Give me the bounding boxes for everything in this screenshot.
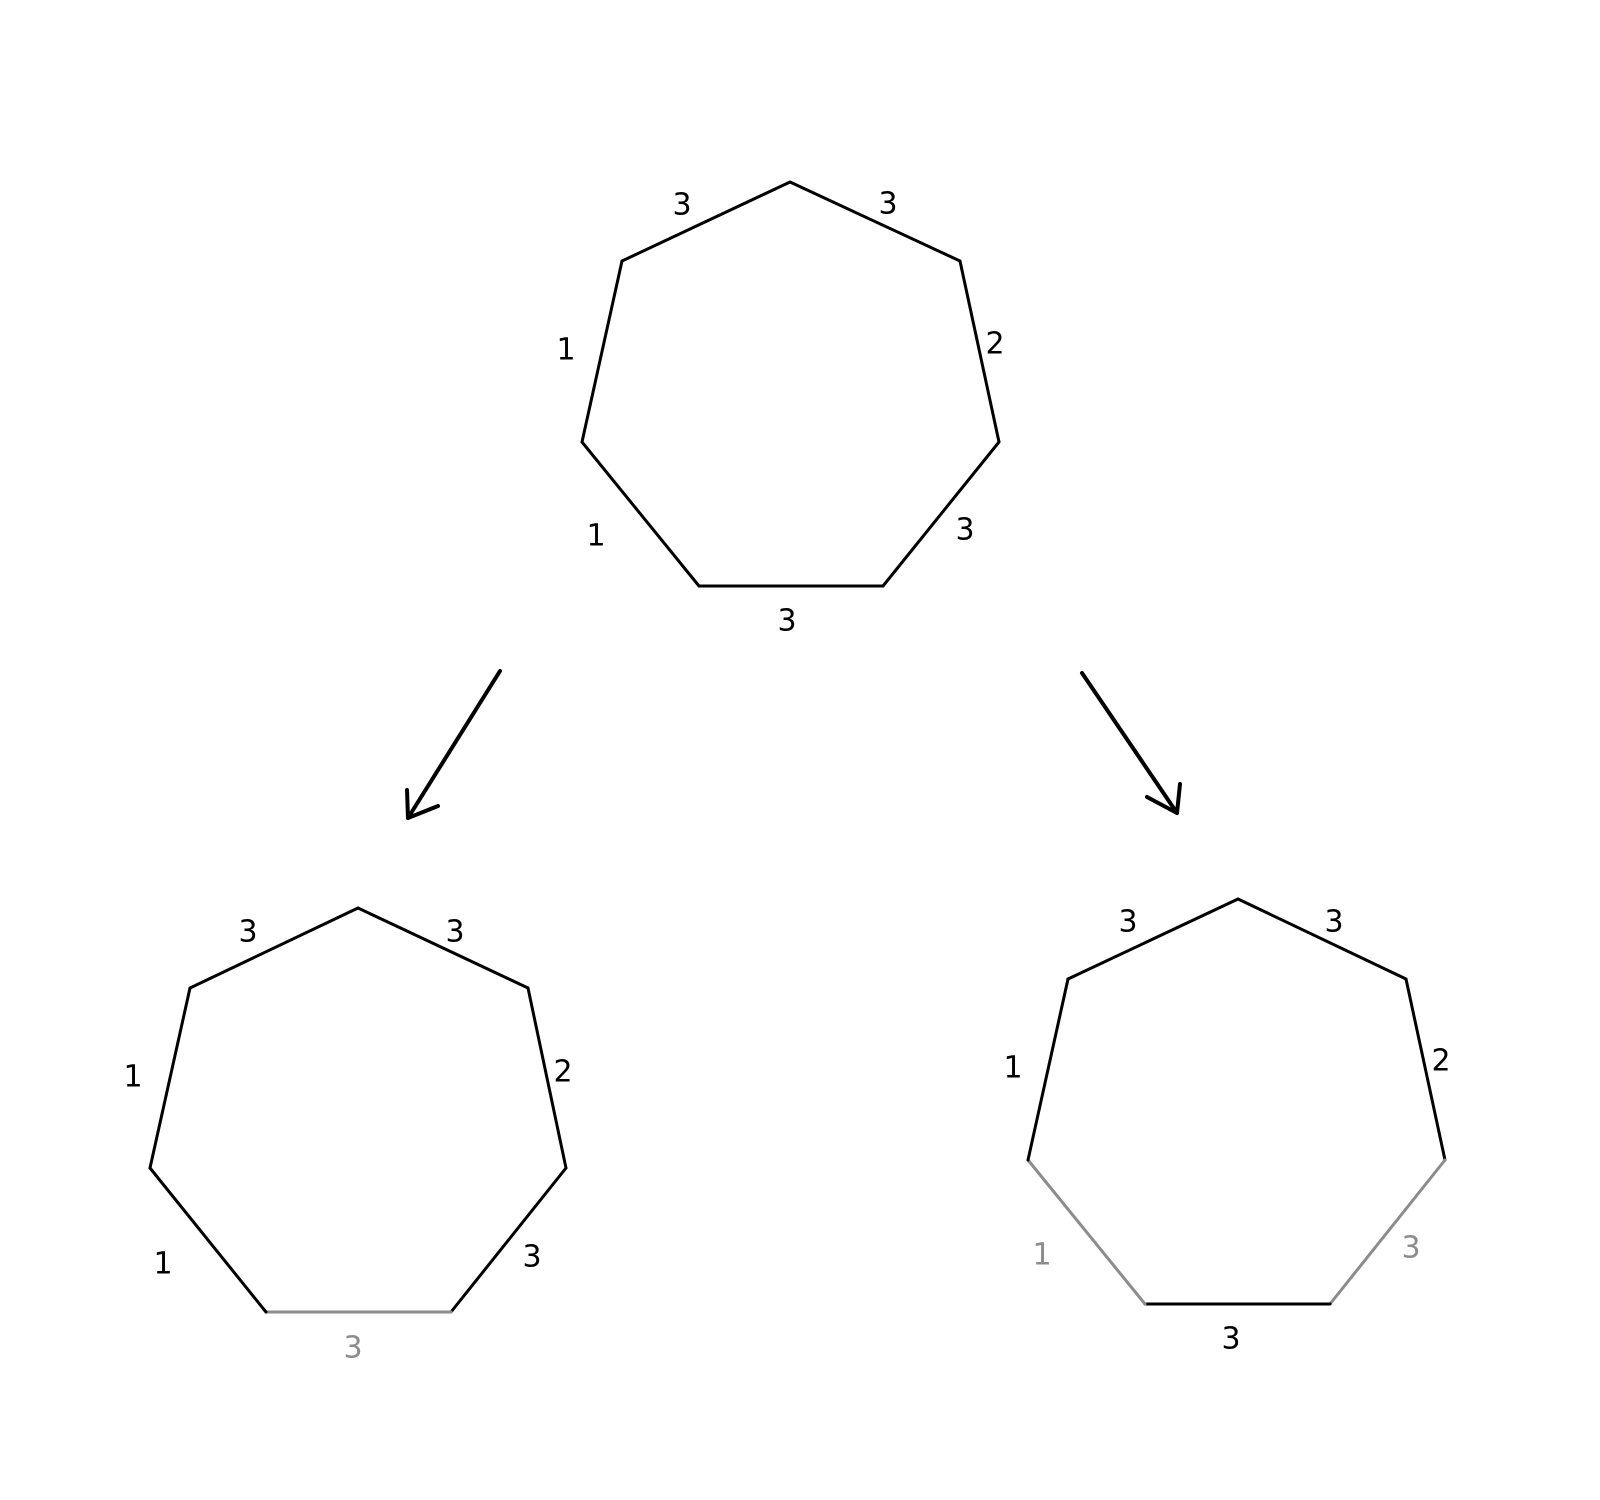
heptagons: 3 2 3 3 1 1 3 3 2 3 3 1 1 3 3 2 3 3 1 1 3 [123,180,1451,1366]
heptagon-bottom-left: 3 2 3 3 1 1 3 [123,906,573,1366]
heptagon-edge [1404,977,1447,1162]
heptagon-edge [1236,897,1408,981]
arrow-shaft [1080,671,1179,815]
arrow-head [405,788,440,820]
edge-weight-label: 3 [1401,1231,1420,1266]
heptagon-edge [580,259,624,444]
arrows [405,669,1182,820]
heptagon-edge [449,1166,568,1314]
arrow-shaft [406,669,502,820]
edge-weight-label: 3 [1118,905,1137,940]
edge-weight-label: 3 [1221,1322,1240,1357]
edge-weight-label: 1 [1003,1051,1022,1086]
heptagon-edge [1328,1158,1447,1306]
edge-weight-label: 3 [955,513,974,548]
edge-weight-label: 1 [153,1247,172,1282]
heptagon-edge [148,1166,268,1314]
edge-weight-label: 1 [586,519,605,554]
edge-weight-label: 3 [238,915,257,950]
heptagon-edge [148,986,192,1170]
edge-weight-label: 1 [123,1060,142,1095]
heptagon-edge [1026,1158,1147,1306]
edge-weight-label: 1 [556,333,575,368]
heptagon-edge [526,986,568,1170]
edge-weight-label: 3 [878,187,897,222]
heptagon-edge [881,440,1001,588]
edge-weight-label: 3 [445,915,464,950]
arrow-head [1145,782,1182,815]
edge-weight-label: 3 [343,1331,362,1366]
heptagon-edge [580,440,701,588]
heptagon-edge [958,259,1001,444]
edge-weight-label: 3 [522,1240,541,1275]
arrow-to-bottom-left [405,669,502,820]
heptagon-top: 3 2 3 3 1 1 3 [556,180,1005,639]
arrow-to-bottom-right [1080,671,1182,815]
heptagon-edge [1026,977,1070,1162]
heptagon-edge [1066,897,1240,981]
edge-weight-label: 2 [985,327,1004,362]
edge-weight-label: 3 [777,604,796,639]
edge-weight-label: 3 [1324,905,1343,940]
heptagon-edge [188,906,360,990]
heptagon-edge [620,180,792,263]
heptagon-edge [788,180,962,263]
edge-weight-label: 1 [1032,1238,1051,1273]
heptagon-bottom-right: 3 2 3 3 1 1 3 [1003,897,1451,1357]
edge-weight-label: 2 [553,1055,572,1090]
edge-weight-label: 3 [672,188,691,223]
edge-weight-label: 2 [1431,1044,1450,1079]
heptagon-edge [356,906,530,990]
